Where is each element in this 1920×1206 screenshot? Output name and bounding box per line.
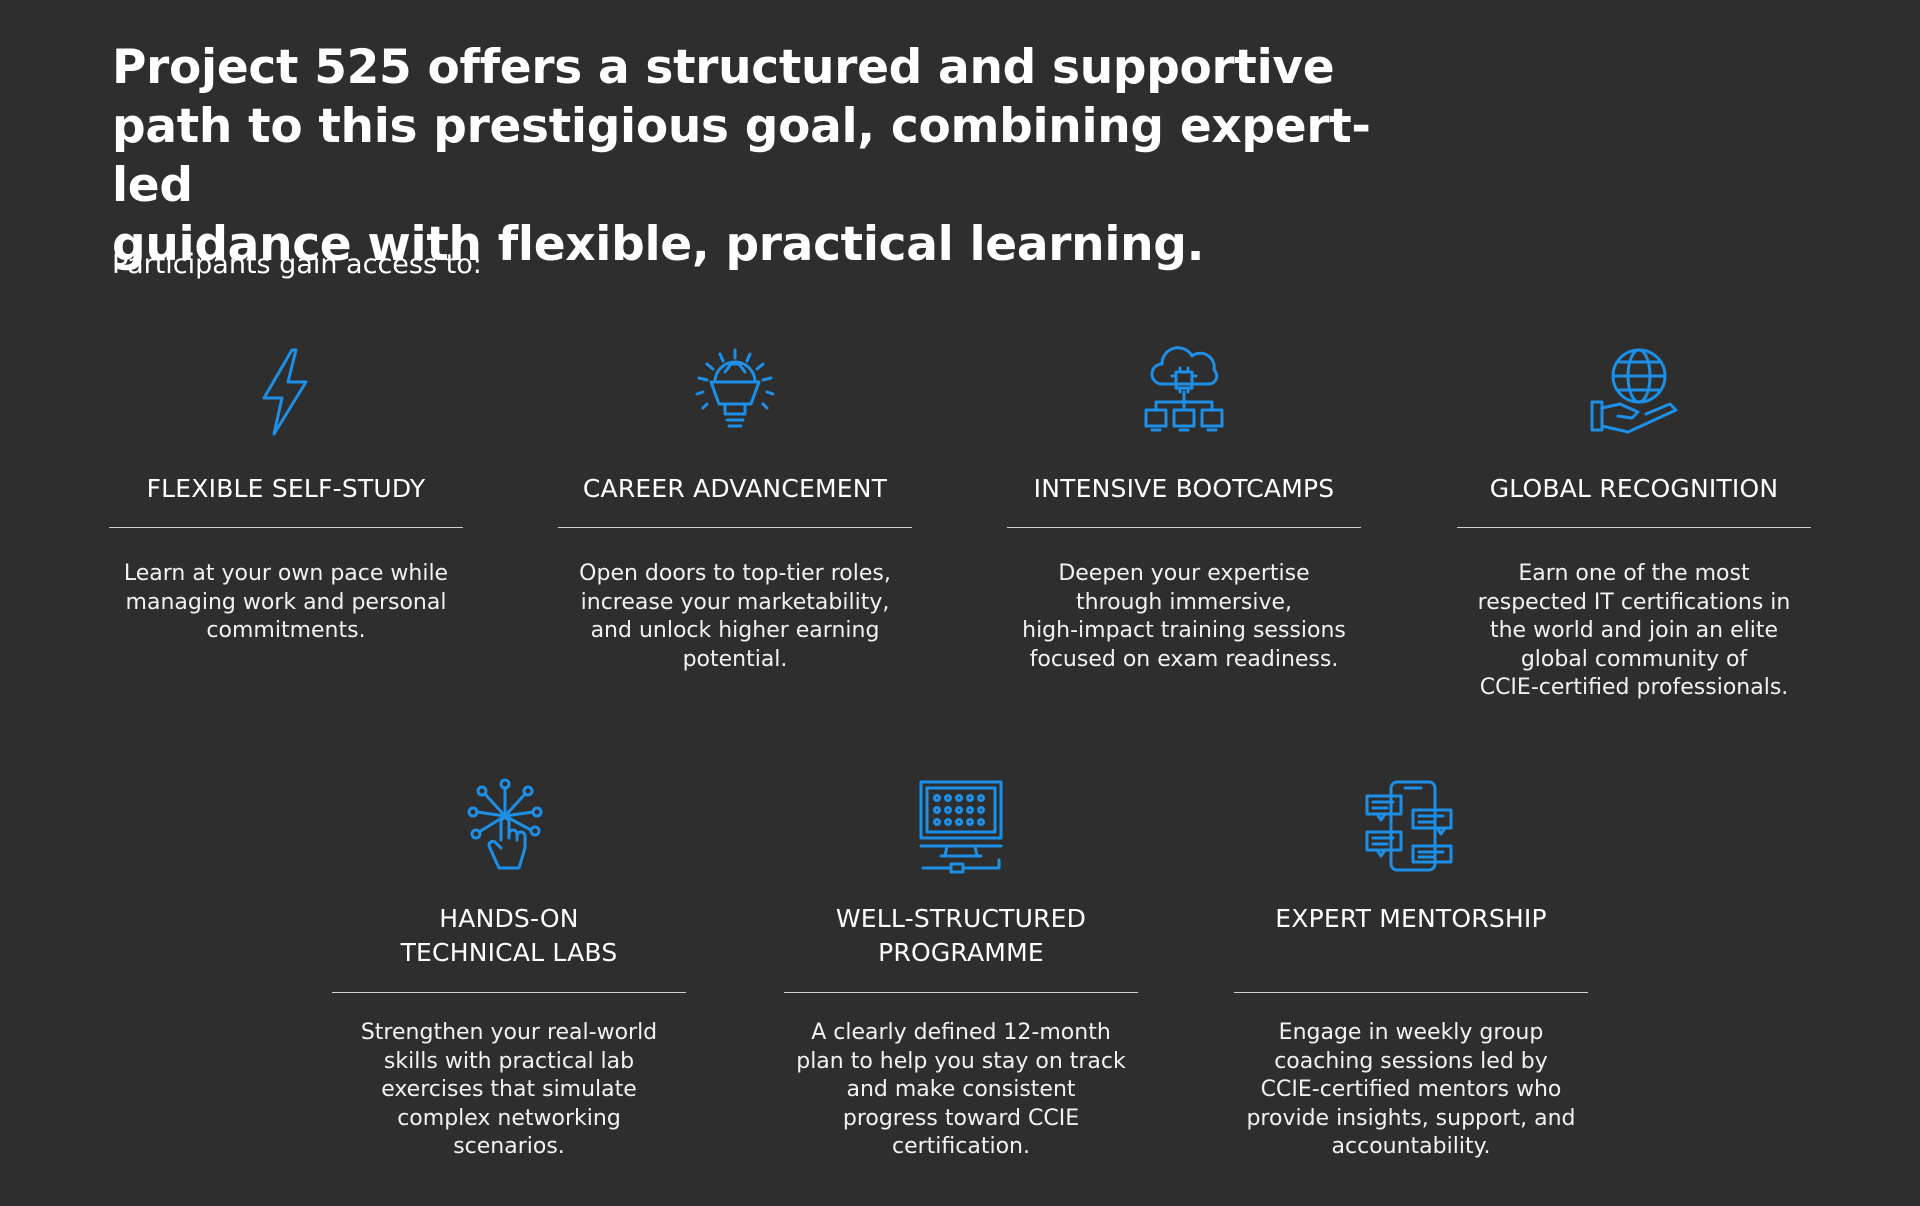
- feature-title: CAREER ADVANCEMENT: [582, 474, 888, 503]
- page-headline: Project 525 offers a structured and supp…: [112, 40, 1371, 272]
- monitor-grid-icon: [911, 776, 1011, 876]
- phone-chat-icon: [1361, 776, 1461, 876]
- feature-title: FLEXIBLE SELF-STUDY: [146, 474, 426, 503]
- feature-description: Earn one of the most respected IT certif…: [1477, 561, 1791, 700]
- intro-text: Participants gain access to:: [112, 249, 482, 280]
- feature-description: Open doors to top-tier roles, increase y…: [579, 561, 891, 672]
- globe-hand-icon: [1584, 342, 1684, 442]
- feature-title: HANDS-ON TECHNICAL LABS: [400, 904, 618, 967]
- feature-description: Learn at your own pace while managing wo…: [123, 561, 449, 643]
- feature-divider: [1007, 527, 1361, 528]
- feature-divider: [1457, 527, 1811, 528]
- feature-title: EXPERT MENTORSHIP: [1275, 904, 1547, 933]
- feature-description: A clearly defined 12-month plan to help …: [796, 1020, 1126, 1159]
- feature-divider: [784, 992, 1138, 993]
- gear-lightbulb-icon: [685, 342, 785, 442]
- feature-divider: [109, 527, 463, 528]
- feature-title: INTENSIVE BOOTCAMPS: [1033, 474, 1335, 503]
- feature-description: Strengthen your real-world skills with p…: [360, 1020, 658, 1159]
- feature-divider: [1234, 992, 1588, 993]
- feature-title: GLOBAL RECOGNITION: [1489, 474, 1779, 503]
- feature-title: WELL-STRUCTURED PROGRAMME: [835, 904, 1087, 967]
- feature-divider: [558, 527, 912, 528]
- touch-network-icon: [459, 776, 559, 876]
- feature-description: Deepen your expertise through immersive,…: [1022, 561, 1346, 672]
- feature-divider: [332, 992, 686, 993]
- feature-description: Engage in weekly group coaching sessions…: [1246, 1020, 1576, 1159]
- lightning-bolt-icon: [236, 342, 336, 442]
- cloud-network-icon: [1134, 342, 1234, 442]
